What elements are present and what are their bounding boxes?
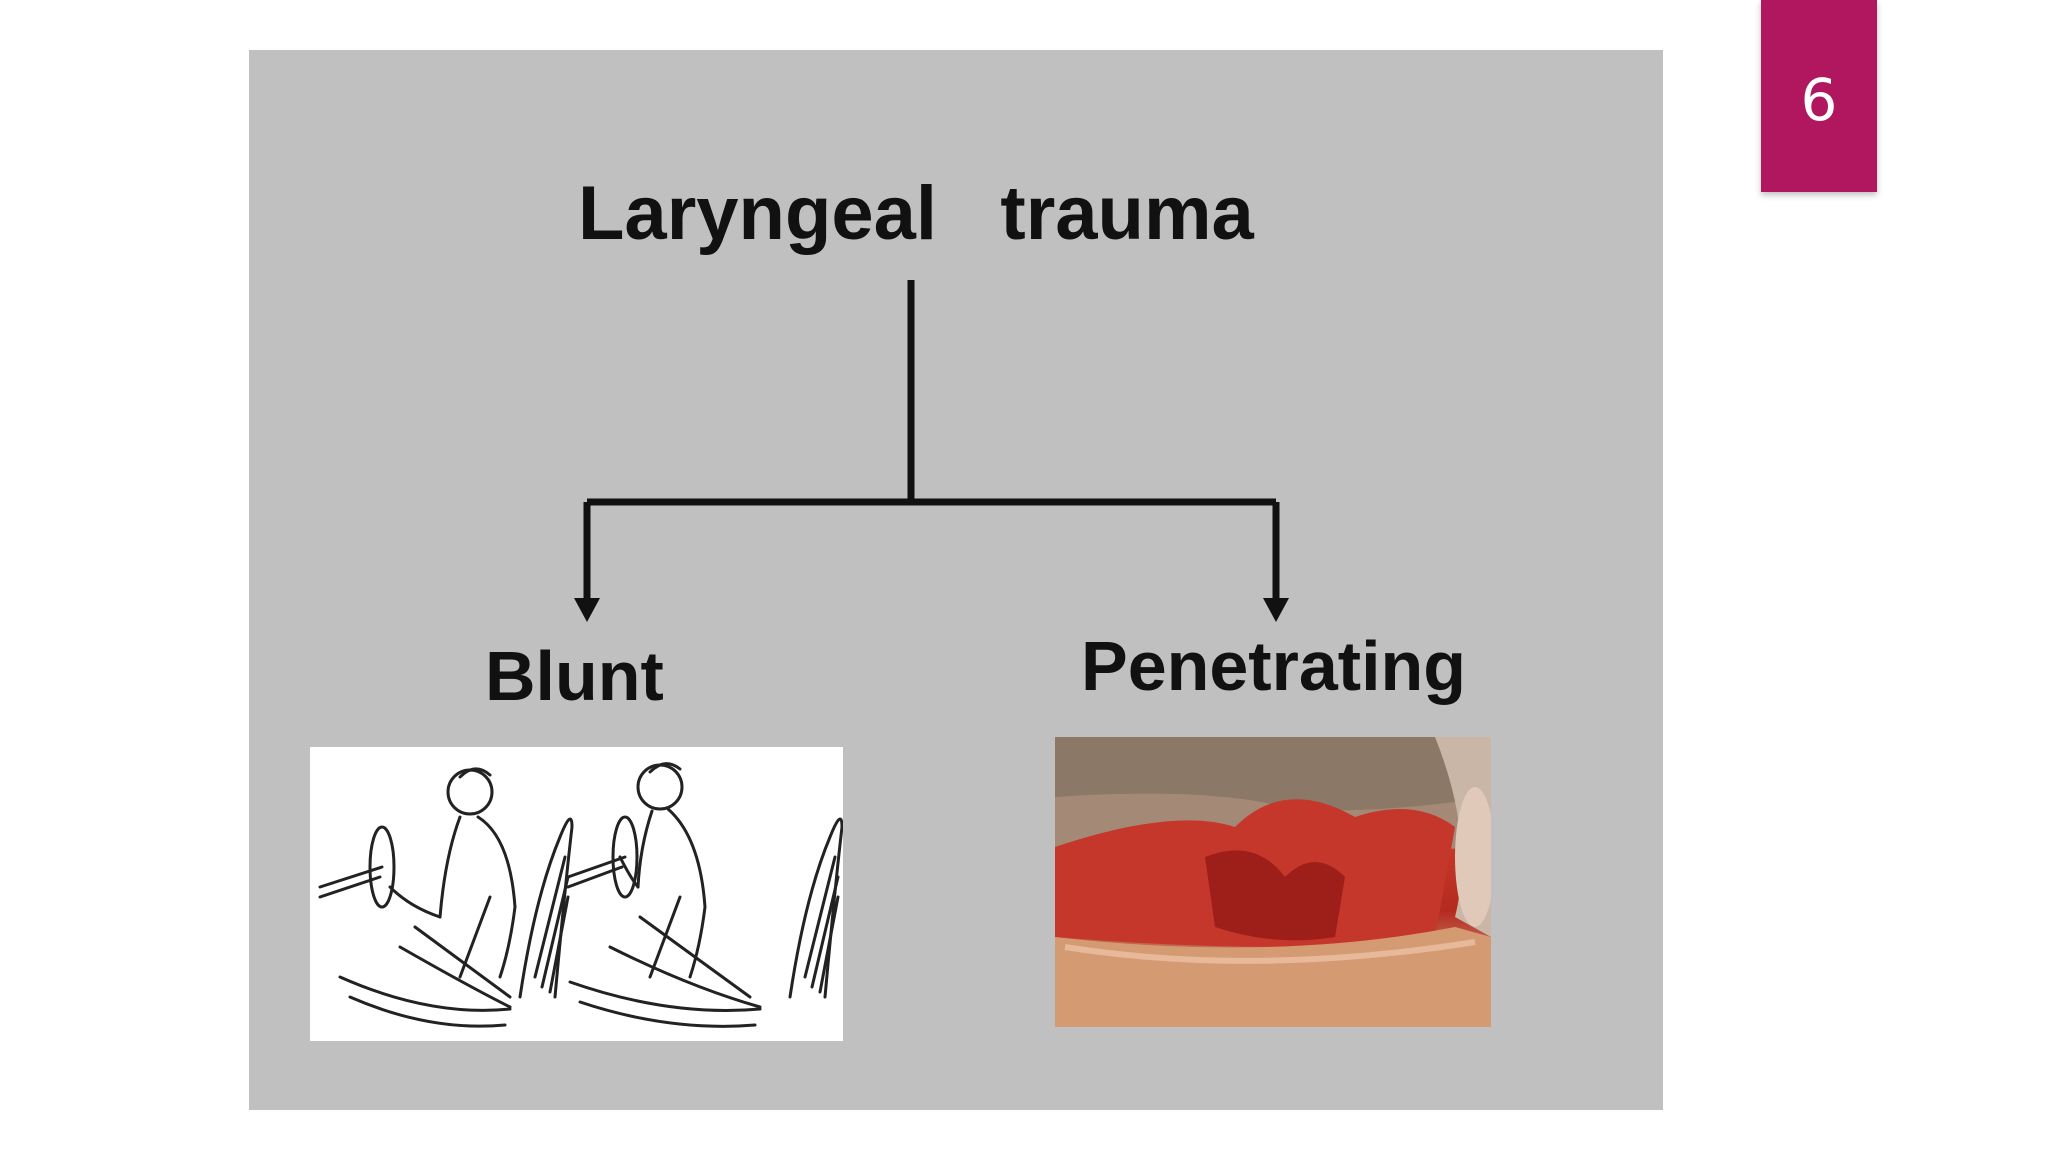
page-number: 6 [1800, 66, 1838, 134]
penetrating-trauma-photo [1055, 737, 1491, 1027]
branch-label-blunt: Blunt [485, 637, 664, 715]
arrowhead-penetrating [1263, 598, 1289, 622]
page-number-badge: 6 [1761, 0, 1877, 192]
diagram-title: Laryngeal trauma [578, 171, 1254, 256]
arrowhead-blunt [574, 598, 600, 622]
blunt-trauma-illustration [310, 747, 843, 1041]
branch-label-penetrating: Penetrating [1081, 627, 1467, 705]
